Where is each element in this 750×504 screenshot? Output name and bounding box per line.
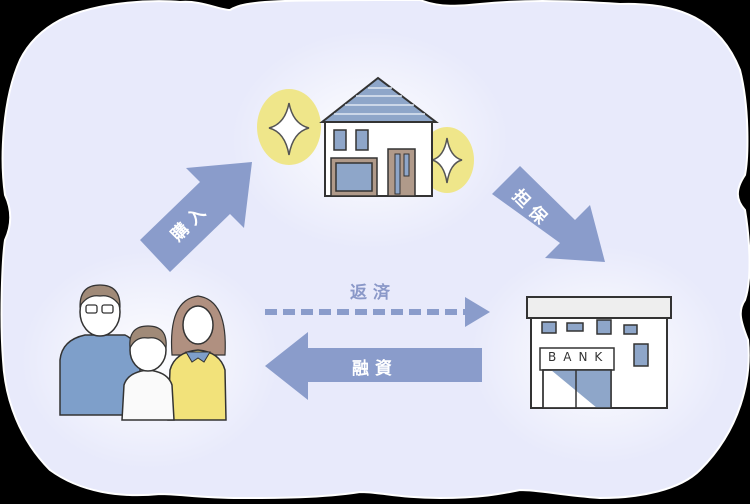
family-illustration [59,284,227,421]
sparkle-left [257,89,321,165]
arrow-loan [265,332,482,400]
arrow-purchase [140,162,252,272]
arrow-collateral [492,166,605,262]
bank-illustration [526,296,672,409]
house-illustration [319,76,439,197]
sparkle-right [420,127,474,193]
edge-label-loan: 融資 [352,359,398,379]
edge-label-repayment: 返済 [350,283,396,303]
bank-sign-text: BANK [548,350,610,364]
arrow-repayment-dashed [265,297,490,327]
